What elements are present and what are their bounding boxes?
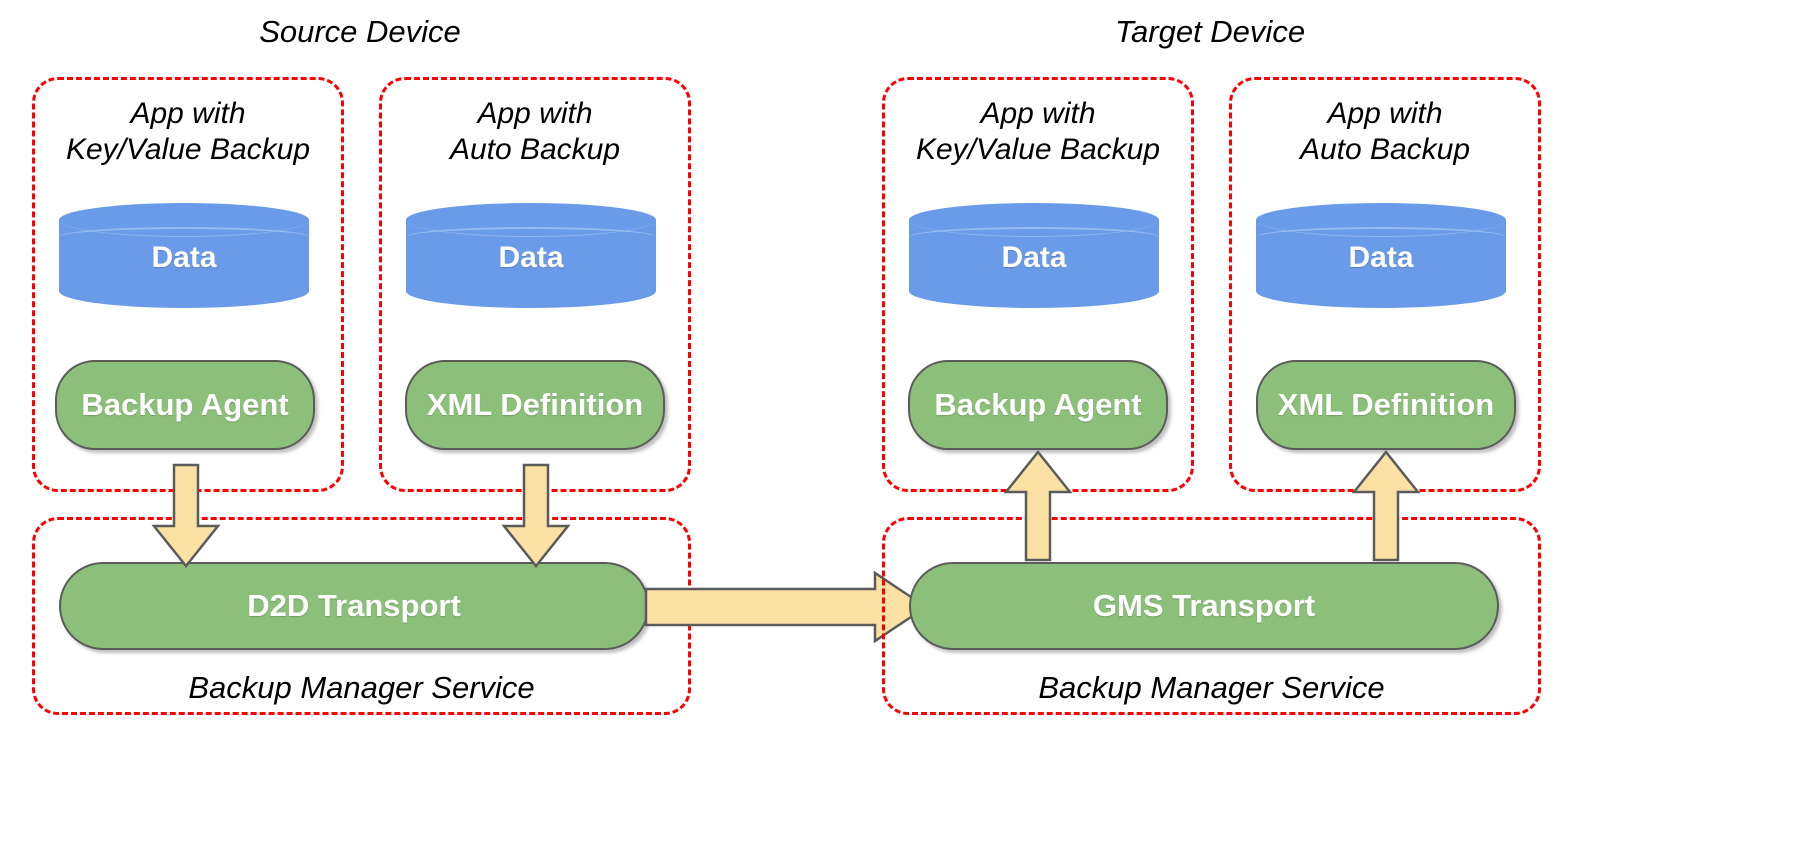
source-xml-definition-label: XML Definition (426, 387, 644, 422)
target-backup-agent-up-arrow (1003, 449, 1073, 562)
source-app-auto-caption: App with Auto Backup (449, 97, 621, 166)
cylinder-sheen (909, 227, 1159, 247)
source-app-auto-data-cylinder[interactable]: Data (406, 203, 656, 308)
source-d2d-transport-pill[interactable]: D2D Transport (59, 562, 649, 650)
target-app-auto-data-label: Data (1348, 240, 1414, 274)
target-backup-agent-pill[interactable]: Backup Agent (908, 360, 1168, 450)
target-app-auto-caption: App with Auto Backup (1299, 97, 1471, 166)
target-app-keyvalue-data-cylinder[interactable]: Data (909, 203, 1159, 308)
target-backup-agent-label: Backup Agent (934, 387, 1142, 422)
target-app-auto-data-cylinder[interactable]: Data (1256, 203, 1506, 308)
target-device-title: Target Device (1114, 14, 1306, 49)
source-app-auto-data-label: Data (498, 240, 564, 274)
target-xml-definition-up-arrow (1351, 449, 1421, 562)
cylinder-sheen (59, 227, 309, 247)
source-xml-definition-down-arrow (501, 463, 571, 569)
target-app-keyvalue-data-label: Data (1001, 240, 1067, 274)
target-gms-transport-label: GMS Transport (1092, 588, 1316, 623)
source-app-keyvalue-caption: App with Key/Value Backup (65, 97, 311, 166)
target-xml-definition-label: XML Definition (1277, 387, 1495, 422)
source-xml-definition-pill[interactable]: XML Definition (405, 360, 665, 450)
target-backup-manager-service-container[interactable] (882, 517, 1541, 715)
cylinder-sheen (1256, 227, 1506, 247)
source-device-title: Source Device (259, 14, 461, 49)
target-gms-transport-pill[interactable]: GMS Transport (909, 562, 1499, 650)
source-backup-agent-pill[interactable]: Backup Agent (55, 360, 315, 450)
target-xml-definition-pill[interactable]: XML Definition (1256, 360, 1516, 450)
transfer-arrow-d2d-to-gms (644, 570, 929, 644)
source-app-keyvalue-data-cylinder[interactable]: Data (59, 203, 309, 308)
source-backup-agent-label: Backup Agent (81, 387, 289, 422)
source-app-keyvalue-data-label: Data (151, 240, 217, 274)
source-backup-agent-down-arrow (151, 463, 221, 569)
cylinder-sheen (406, 227, 656, 247)
source-backup-manager-service-caption: Backup Manager Service (188, 670, 535, 705)
target-backup-manager-service-caption: Backup Manager Service (1038, 670, 1385, 705)
source-d2d-transport-label: D2D Transport (247, 588, 461, 623)
target-app-keyvalue-caption: App with Key/Value Backup (915, 97, 1161, 166)
